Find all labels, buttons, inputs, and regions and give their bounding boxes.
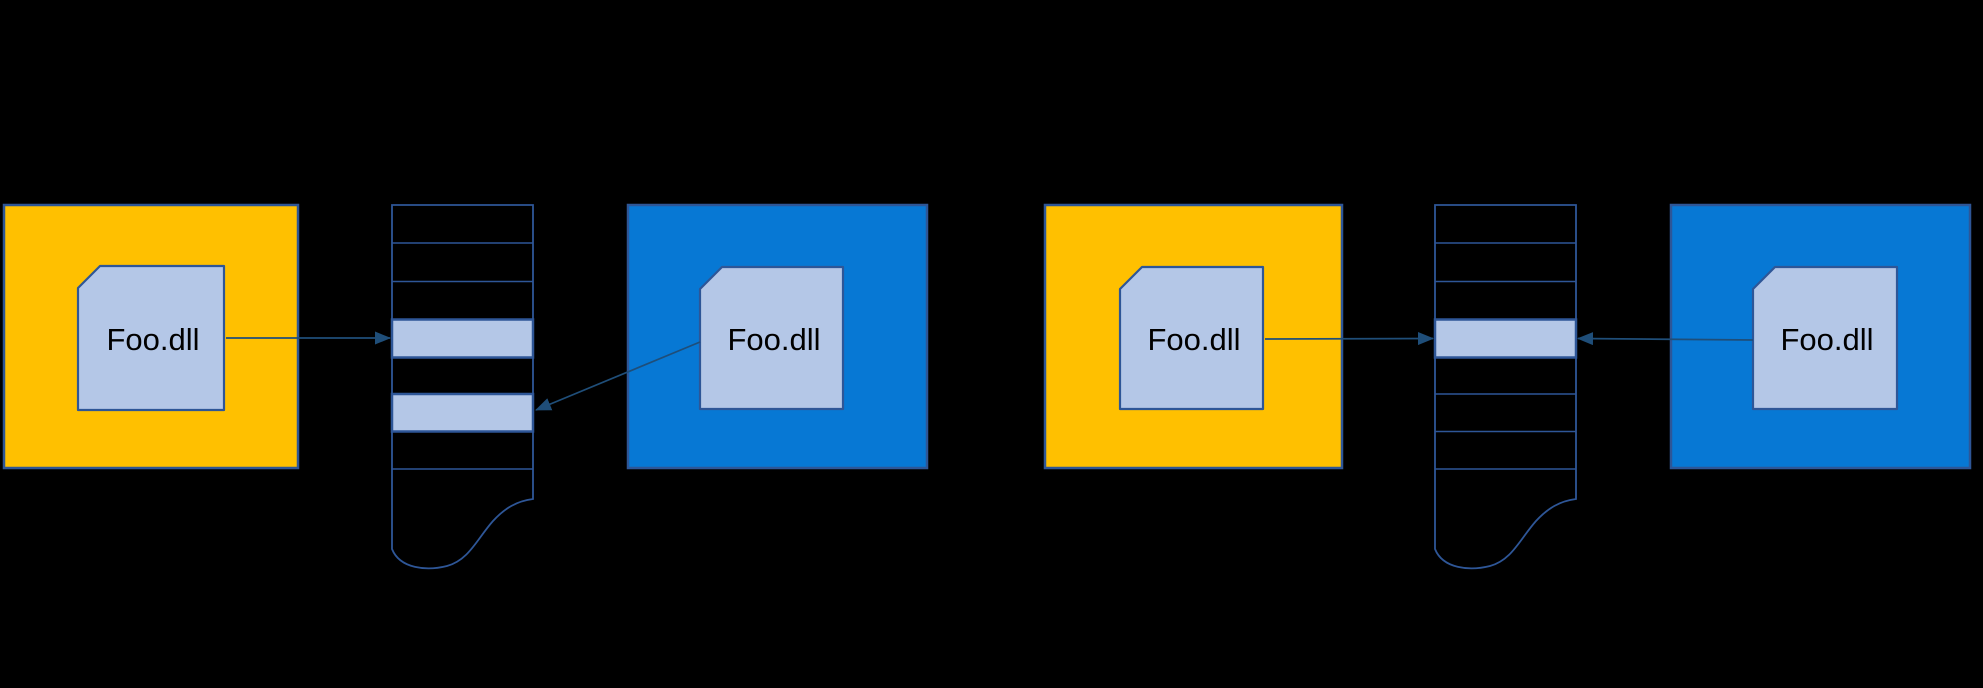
unshared-process-b-dll-file-icon [698,265,845,411]
shared-process-b-map-arrow [1577,332,1754,346]
unshared-memory-mapped-cell-b [390,392,535,433]
shared-memory-mapped-cell [1433,318,1578,359]
shared-memory-column-outline [1434,204,1577,570]
unshared-process-b-map-arrow [535,341,701,411]
unshared-process-a-dll-label: Foo.dll [106,322,199,357]
unshared-memory-mapped-cell-a [390,318,535,359]
shared-process-a-dll-file-icon [1118,265,1265,411]
shared-process-b-dll-label: Foo.dll [1780,322,1873,357]
shared-process-a-dll-label: Foo.dll [1147,322,1240,357]
unshared-memory-column [390,204,535,570]
unshared-memory-column-outline [391,204,534,570]
shared-memory-column [1433,204,1578,570]
unshared-process-a-dll-file-icon [76,264,226,412]
shared-process-a-map-arrow [1264,332,1434,346]
unshared-process-b-dll-label: Foo.dll [727,322,820,357]
shared-process-b-dll-file-icon [1751,265,1899,411]
